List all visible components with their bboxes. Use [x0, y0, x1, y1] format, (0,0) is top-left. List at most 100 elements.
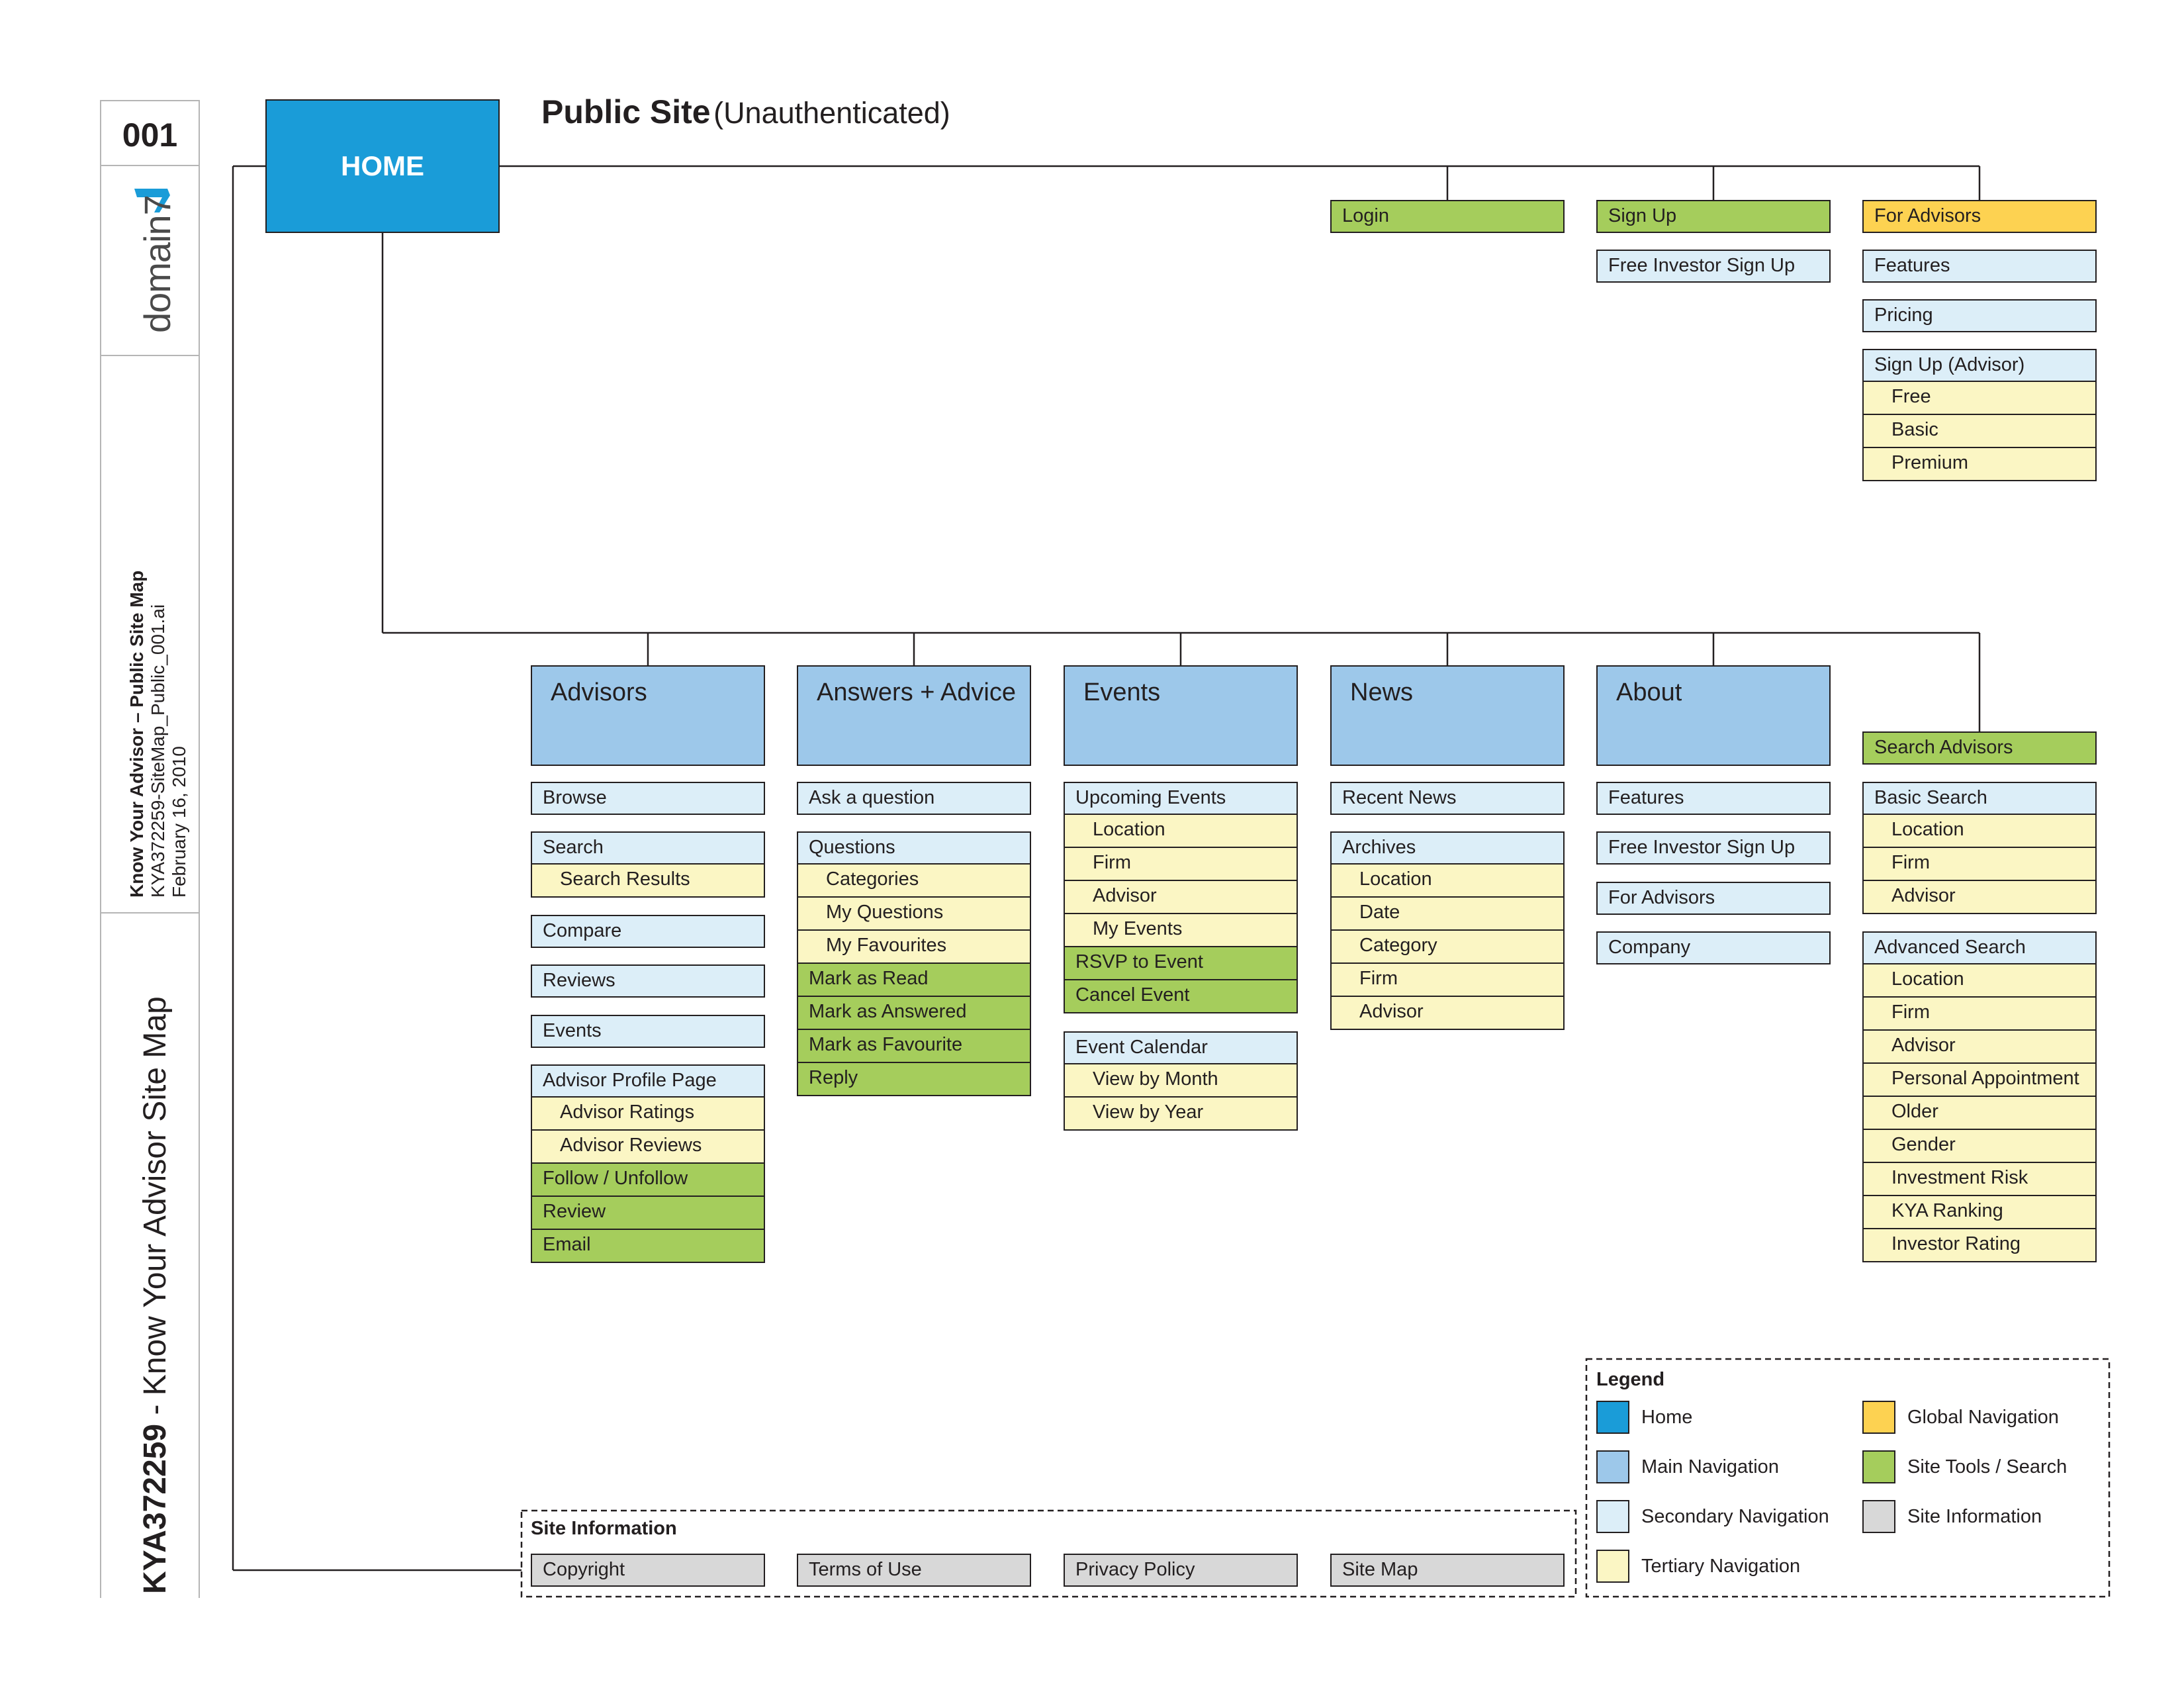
ask-question-node[interactable]: Ask a question: [797, 782, 1031, 815]
view-by-month-node[interactable]: View by Month: [1064, 1063, 1298, 1098]
sheet-number-cell: 001: [100, 100, 200, 166]
advisor-ratings-node[interactable]: Advisor Ratings: [531, 1096, 765, 1131]
my-events-node[interactable]: My Events: [1064, 913, 1298, 947]
free-investor-signup-node[interactable]: Free Investor Sign Up: [1596, 250, 1831, 283]
basic-firm-node[interactable]: Firm: [1862, 847, 2097, 881]
big-title-text: - Know Your Advisor Site Map: [138, 996, 173, 1424]
news-firm-node[interactable]: Firm: [1330, 962, 1565, 997]
project-info-cell: Know Your Advisor – Public Site Map KYA3…: [100, 356, 200, 914]
event-calendar-node[interactable]: Event Calendar: [1064, 1031, 1298, 1064]
advanced-search-node[interactable]: Advanced Search: [1862, 931, 2097, 964]
my-questions-node[interactable]: My Questions: [797, 896, 1031, 931]
advisors-section-header[interactable]: Advisors: [531, 665, 765, 766]
adv-appointment-node[interactable]: Personal Appointment: [1862, 1062, 2097, 1097]
legend-swatch: [1596, 1500, 1629, 1533]
advisors-reviews-node[interactable]: Reviews: [531, 964, 765, 998]
site-map-node[interactable]: Site Map: [1330, 1554, 1565, 1587]
rsvp-event-node[interactable]: RSVP to Event: [1064, 946, 1298, 980]
legend-swatch: [1862, 1500, 1895, 1533]
legend-label: Global Navigation: [1907, 1407, 2059, 1428]
news-advisor-node[interactable]: Advisor: [1330, 996, 1565, 1030]
basic-search-node[interactable]: Basic Search: [1862, 782, 2097, 815]
basic-location-node[interactable]: Location: [1862, 814, 2097, 848]
about-free-investor-signup-node[interactable]: Free Investor Sign Up: [1596, 831, 1831, 865]
project-line: Know Your Advisor – Public Site Map: [126, 570, 147, 898]
terms-of-use-node[interactable]: Terms of Use: [797, 1554, 1031, 1587]
advisors-compare-node[interactable]: Compare: [531, 915, 765, 948]
mark-as-read-node[interactable]: Mark as Read: [797, 962, 1031, 997]
legend-swatch: [1596, 1401, 1629, 1434]
privacy-policy-node[interactable]: Privacy Policy: [1064, 1554, 1298, 1587]
logo-cell: domain7: [100, 166, 200, 356]
recent-news-node[interactable]: Recent News: [1330, 782, 1565, 815]
big-title-cell: KYA372259 - Know Your Advisor Site Map: [100, 914, 200, 1598]
advisors-search-node[interactable]: Search: [531, 831, 765, 865]
search-advisors-node[interactable]: Search Advisors: [1862, 731, 2097, 765]
logo-text: domain7: [136, 195, 178, 333]
reply-node[interactable]: Reply: [797, 1062, 1031, 1096]
company-node[interactable]: Company: [1596, 931, 1831, 964]
pricing-node[interactable]: Pricing: [1862, 299, 2097, 332]
page-heading-sub: (Unauthenticated): [713, 96, 950, 130]
for-advisors-node[interactable]: For Advisors: [1862, 200, 2097, 233]
big-title: KYA372259 - Know Your Advisor Site Map: [137, 996, 173, 1594]
file-line: KYA372259-SiteMap_Public_001.ai: [148, 604, 168, 898]
view-by-year-node[interactable]: View by Year: [1064, 1096, 1298, 1131]
signup-basic-node[interactable]: Basic: [1862, 414, 2097, 448]
page-heading-main: Public Site: [541, 93, 711, 130]
adv-firm-node[interactable]: Firm: [1862, 996, 2097, 1031]
email-node[interactable]: Email: [531, 1229, 765, 1263]
adv-gender-node[interactable]: Gender: [1862, 1129, 2097, 1163]
archives-node[interactable]: Archives: [1330, 831, 1565, 865]
legend-label: Site Tools / Search: [1907, 1456, 2068, 1477]
adv-location-node[interactable]: Location: [1862, 963, 2097, 998]
advisors-browse-node[interactable]: Browse: [531, 782, 765, 815]
answers-section-header[interactable]: Answers + Advice: [797, 665, 1031, 766]
signup-free-node[interactable]: Free: [1862, 381, 2097, 415]
signup-advisor-node[interactable]: Sign Up (Advisor): [1862, 349, 2097, 382]
news-section-header[interactable]: News: [1330, 665, 1565, 766]
review-node[interactable]: Review: [531, 1196, 765, 1230]
about-for-advisors-node[interactable]: For Advisors: [1596, 882, 1831, 915]
adv-advisor-node[interactable]: Advisor: [1862, 1029, 2097, 1064]
upcoming-events-node[interactable]: Upcoming Events: [1064, 782, 1298, 815]
adv-older-node[interactable]: Older: [1862, 1096, 2097, 1130]
news-location-node[interactable]: Location: [1330, 863, 1565, 898]
mark-as-answered-node[interactable]: Mark as Answered: [797, 996, 1031, 1030]
about-features-node[interactable]: Features: [1596, 782, 1831, 815]
sheet-number: 001: [122, 117, 178, 154]
advisors-events-node[interactable]: Events: [531, 1015, 765, 1048]
signup-node[interactable]: Sign Up: [1596, 200, 1831, 233]
login-node[interactable]: Login: [1330, 200, 1565, 233]
events-section-header[interactable]: Events: [1064, 665, 1298, 766]
features-node[interactable]: Features: [1862, 250, 2097, 283]
advisor-reviews-node[interactable]: Advisor Reviews: [531, 1129, 765, 1164]
categories-node[interactable]: Categories: [797, 863, 1031, 898]
page-heading: Public Site (Unauthenticated): [541, 93, 950, 131]
signup-premium-node[interactable]: Premium: [1862, 447, 2097, 481]
adv-investment-risk-node[interactable]: Investment Risk: [1862, 1162, 2097, 1196]
copyright-node[interactable]: Copyright: [531, 1554, 765, 1587]
about-section-header[interactable]: About: [1596, 665, 1831, 766]
site-info-title: Site Information: [531, 1518, 677, 1539]
follow-unfollow-node[interactable]: Follow / Unfollow: [531, 1162, 765, 1197]
adv-investor-rating-node[interactable]: Investor Rating: [1862, 1228, 2097, 1262]
cancel-event-node[interactable]: Cancel Event: [1064, 979, 1298, 1013]
adv-kya-ranking-node[interactable]: KYA Ranking: [1862, 1195, 2097, 1229]
advisor-profile-page-node[interactable]: Advisor Profile Page: [531, 1064, 765, 1098]
news-category-node[interactable]: Category: [1330, 929, 1565, 964]
legend-swatch: [1596, 1450, 1629, 1483]
legend-swatch: [1862, 1401, 1895, 1434]
basic-advisor-node[interactable]: Advisor: [1862, 880, 2097, 914]
events-firm-node[interactable]: Firm: [1064, 847, 1298, 881]
date-line: February 16, 2010: [169, 746, 189, 898]
my-favourites-node[interactable]: My Favourites: [797, 929, 1031, 964]
events-advisor-node[interactable]: Advisor: [1064, 880, 1298, 914]
legend-label: Site Information: [1907, 1506, 2042, 1527]
questions-node[interactable]: Questions: [797, 831, 1031, 865]
home-node[interactable]: HOME: [265, 99, 500, 233]
news-date-node[interactable]: Date: [1330, 896, 1565, 931]
events-location-node[interactable]: Location: [1064, 814, 1298, 848]
mark-as-favourite-node[interactable]: Mark as Favourite: [797, 1029, 1031, 1063]
advisors-search-results-node[interactable]: Search Results: [531, 863, 765, 898]
